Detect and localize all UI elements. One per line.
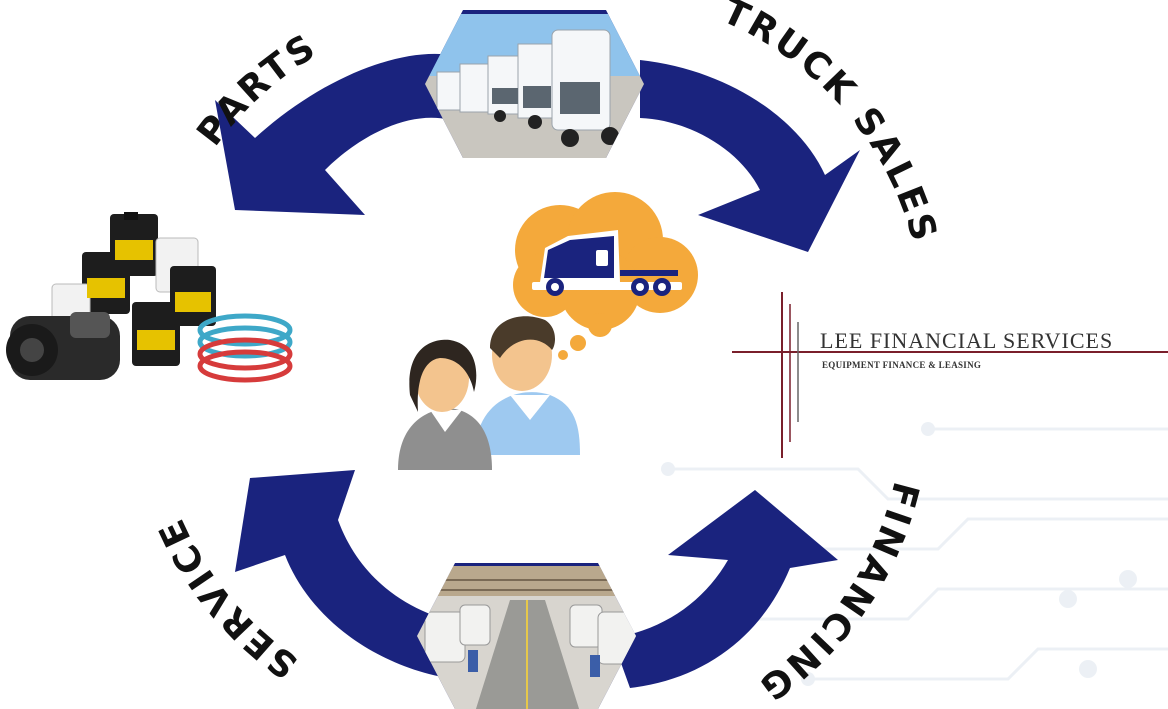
customers-icon xyxy=(398,316,580,470)
circuit-background xyxy=(661,422,1168,686)
logo-name: LEE FINANCIAL SERVICES xyxy=(820,328,1114,353)
logo-tagline: EQUIPMENT FINANCE & LEASING xyxy=(822,360,982,370)
arrow-financing-to-service xyxy=(612,490,838,688)
lee-financial-logo: LEE FINANCIAL SERVICES EQUIPMENT FINANCE… xyxy=(732,292,1168,458)
truck-fleet-photo-icon xyxy=(425,10,644,158)
arrow-service-to-parts xyxy=(235,470,470,680)
arrow-parts-to-trucks xyxy=(215,53,470,216)
service-shop-photo-icon xyxy=(417,563,636,709)
thought-bubble-truck-icon xyxy=(513,192,698,360)
truck-parts-photo-icon xyxy=(6,212,293,383)
arrow-trucks-to-financing xyxy=(640,60,860,252)
